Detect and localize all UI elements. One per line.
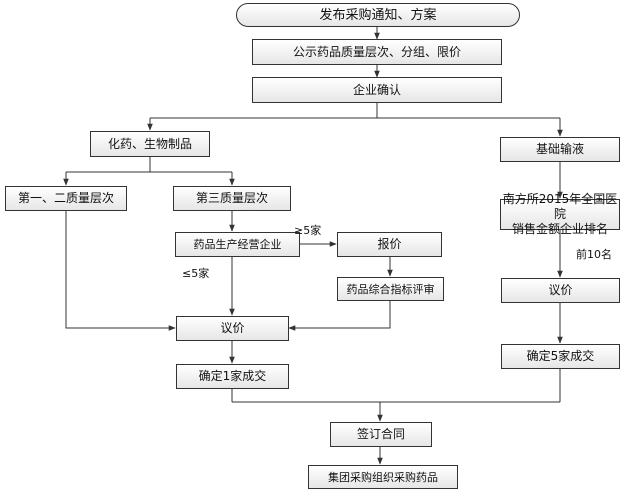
node-basic-infusion: 基础输液 [500, 137, 620, 162]
arrow-review-to-negotiate [288, 301, 391, 331]
node-negotiate-right: 议价 [501, 278, 620, 303]
node-group-purchase: 集团采购组织采购药品 [308, 465, 458, 489]
node-publish: 公示药品质量层次、分组、限价 [252, 39, 502, 65]
node-negotiate-left: 议价 [176, 316, 289, 341]
node-deal5: 确定5家成交 [501, 344, 620, 369]
node-confirm: 企业确认 [252, 77, 502, 103]
arrow-level12-to-negotiate [65, 211, 176, 331]
label-ge5: ≥5家 [294, 224, 322, 237]
node-deal1: 确定1家成交 [176, 364, 289, 389]
node-review: 药品综合指标评审 [337, 277, 444, 301]
node-start: 发布采购通知、方案 [236, 3, 520, 27]
label-le5: ≤5家 [182, 267, 210, 280]
node-ranking: 南方所2015年全国医院 销售金额企业排名 [500, 192, 620, 236]
node-contract: 签订合同 [330, 422, 432, 447]
node-level3: 第三质量层次 [173, 186, 291, 211]
node-chem-bio: 化药、生物制品 [90, 131, 210, 157]
node-quote: 报价 [337, 232, 442, 257]
node-level12: 第一、二质量层次 [5, 186, 127, 211]
ranking-line2: 销售金额企业排名 [511, 222, 608, 236]
node-producer: 药品生产经营企业 [175, 232, 300, 257]
ranking-line1: 南方所2015年全国医院 [502, 192, 618, 221]
label-top10: 前10名 [576, 248, 612, 261]
